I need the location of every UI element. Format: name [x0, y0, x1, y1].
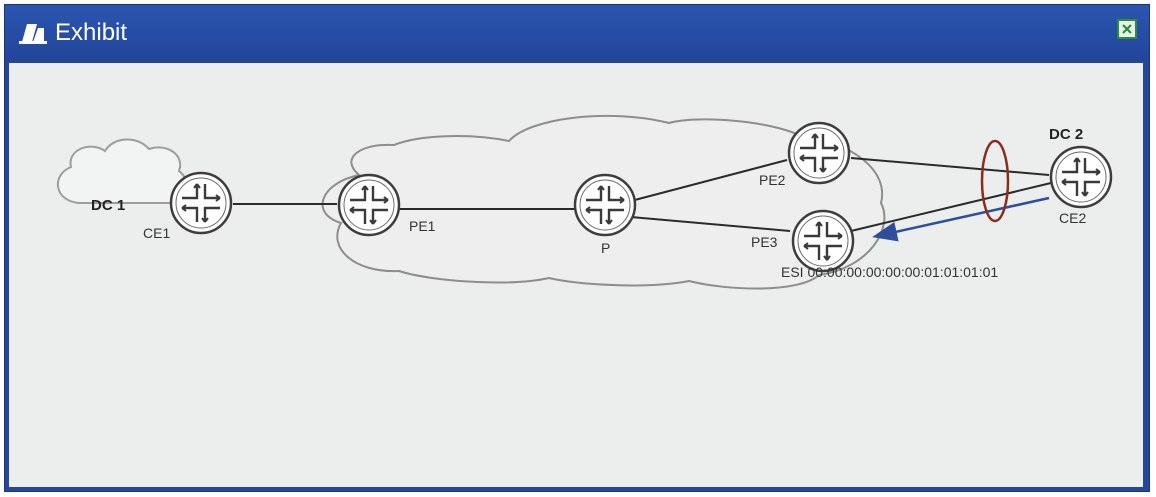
p-label: P [601, 240, 610, 256]
router-icon [791, 209, 855, 273]
router-icon [169, 171, 233, 235]
router-icon [1049, 145, 1113, 209]
window-title: Exhibit [55, 19, 128, 46]
link-pe2-ce2 [850, 157, 1050, 176]
esi-label: ESI 00:00:00:00:00:00:01:01:01:01 [781, 264, 998, 280]
exhibit-icon [19, 22, 47, 44]
router-icon [787, 121, 851, 185]
router-p[interactable] [573, 173, 637, 237]
ce1-label: CE1 [143, 225, 170, 241]
close-icon [1122, 24, 1132, 34]
router-pe1[interactable] [337, 173, 401, 237]
link-p-pe2 [630, 159, 788, 202]
ce2-label: CE2 [1059, 210, 1086, 226]
router-pe2[interactable] [787, 121, 851, 185]
diagram-canvas: DC 1 DC 2 CE1 PE1 P PE2 PE3 CE2 ESI 00:0… [9, 63, 1143, 487]
dc2-label: DC 2 [1049, 126, 1083, 143]
pe3-label: PE3 [751, 234, 778, 250]
router-icon [573, 173, 637, 237]
router-icon [337, 173, 401, 237]
network-diagram: DC 1 DC 2 CE1 PE1 P PE2 PE3 CE2 ESI 00:0… [56, 114, 1113, 290]
lag-ellipse [980, 139, 1010, 223]
close-button[interactable] [1117, 19, 1137, 39]
traffic-arrow [872, 196, 1050, 242]
dc1-cloud [56, 138, 188, 204]
router-ce1[interactable] [169, 171, 233, 235]
router-ce2[interactable] [1049, 145, 1113, 209]
title-bar: Exhibit [5, 5, 1149, 61]
dc1-label: DC 1 [91, 197, 125, 214]
link-p-pe3 [630, 216, 791, 232]
router-pe3[interactable] [791, 209, 855, 273]
exhibit-window: Exhibit [4, 4, 1150, 492]
pe1-label: PE1 [409, 218, 436, 234]
pe2-label: PE2 [759, 172, 786, 188]
